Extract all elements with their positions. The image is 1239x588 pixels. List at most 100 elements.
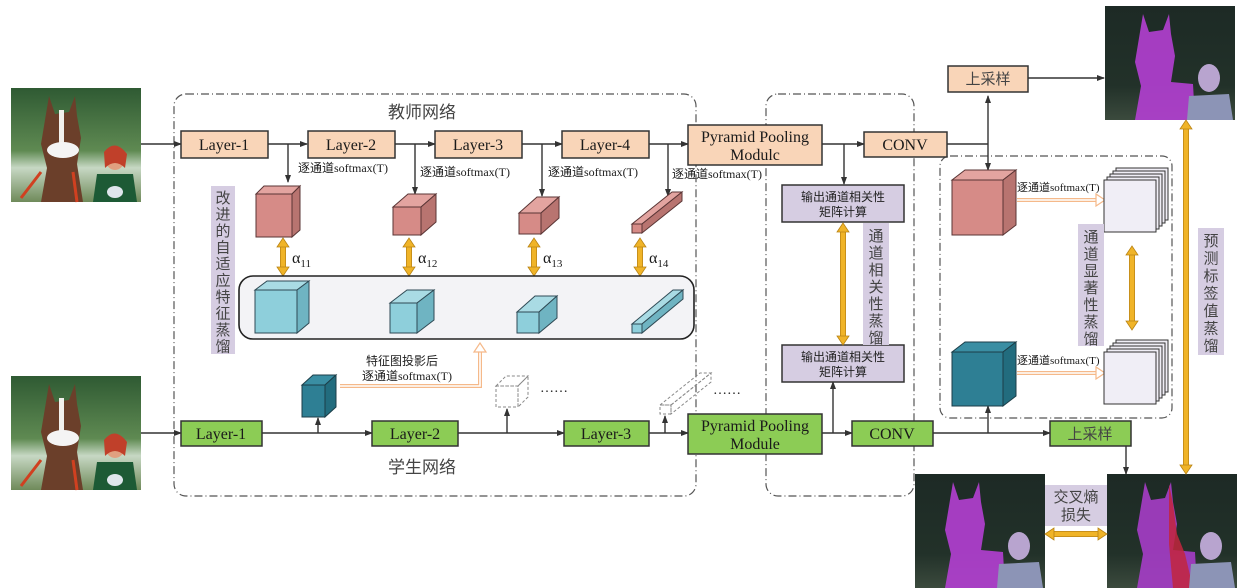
correlation-distill-char: 关 bbox=[868, 278, 883, 296]
teacher-layer-3: Layer-3 bbox=[434, 130, 523, 159]
alpha-label-4: α14 bbox=[649, 250, 669, 270]
svg-text:上采样: 上采样 bbox=[1067, 425, 1112, 443]
correlation-distill-char: 性 bbox=[868, 295, 883, 313]
teacher-cube-3 bbox=[517, 195, 561, 236]
correlation-label-band bbox=[863, 223, 889, 345]
svg-text:Layer-2: Layer-2 bbox=[326, 137, 376, 154]
svg-text:矩阵计算: 矩阵计算 bbox=[819, 204, 867, 219]
saliency-teacher-cube bbox=[950, 168, 1018, 237]
svg-text:Layer-1: Layer-1 bbox=[196, 426, 246, 443]
student-channel-stack bbox=[1103, 339, 1169, 405]
correlation-distill-char: 蒸 bbox=[868, 312, 883, 330]
teacher-layer-1: Layer-1 bbox=[180, 130, 269, 159]
alpha-arrow-4 bbox=[633, 237, 647, 277]
adaptive-distill-char: 进 bbox=[215, 206, 230, 224]
saliency-distill-char: 馏 bbox=[1083, 330, 1098, 348]
saliency-distill-char: 道 bbox=[1083, 245, 1098, 263]
ellipsis-2: …… bbox=[713, 383, 741, 398]
prediction-distill-char: 标 bbox=[1203, 267, 1218, 285]
correlation-distill-char: 馏 bbox=[868, 329, 883, 347]
input-image-student bbox=[9, 374, 143, 492]
svg-text:输出通道相关性: 输出通道相关性 bbox=[801, 189, 885, 204]
saliency-distill-char: 著 bbox=[1083, 279, 1098, 297]
teacher-cube-4 bbox=[630, 190, 684, 235]
network-frame bbox=[173, 93, 697, 497]
student-layer-3: Layer-3 bbox=[563, 420, 650, 447]
alpha-arrow-3 bbox=[527, 237, 541, 277]
svg-text:Layer-2: Layer-2 bbox=[390, 426, 440, 443]
projection-label-line1: 特征图投影后 bbox=[366, 353, 438, 368]
student-layer-1: Layer-1 bbox=[180, 420, 263, 447]
softmax-label-3: 逐通道softmax(T) bbox=[548, 165, 638, 179]
teacher-connectors bbox=[141, 75, 1105, 197]
student-feature-cube bbox=[300, 373, 338, 419]
teacher-conv: CONV bbox=[863, 131, 948, 158]
correlation-distill-char: 通 bbox=[868, 227, 883, 245]
softmax-label-2: 逐通道softmax(T) bbox=[420, 165, 510, 179]
channel-map bbox=[1103, 351, 1157, 405]
projected-cube-1 bbox=[253, 280, 311, 335]
adaptive-distill-char: 的 bbox=[215, 222, 230, 240]
prediction-distill-char: 值 bbox=[1203, 302, 1218, 320]
projected-features-container bbox=[238, 275, 695, 340]
saliency-student-cube bbox=[950, 340, 1018, 408]
svg-text:Modulc: Modulc bbox=[730, 147, 780, 164]
projected-student-cubes bbox=[253, 280, 685, 335]
adaptive-distill-char: 改 bbox=[215, 189, 230, 207]
saliency-student-softmax: 逐通道softmax(T) bbox=[1017, 353, 1100, 367]
loss-arrow bbox=[1044, 527, 1108, 541]
teacher-prediction-image bbox=[1105, 6, 1235, 120]
adaptive-distill-char: 应 bbox=[215, 272, 230, 290]
channel-map bbox=[1103, 179, 1157, 233]
correlation-distill-char: 道 bbox=[868, 244, 883, 262]
student-conv: CONV bbox=[851, 420, 934, 447]
teacher-channel-stack bbox=[1103, 167, 1169, 233]
student-layer-2: Layer-2 bbox=[371, 420, 459, 447]
svg-text:Layer-3: Layer-3 bbox=[453, 137, 503, 154]
projected-cube-4 bbox=[630, 288, 685, 335]
prediction-arrow bbox=[1179, 119, 1193, 475]
prediction-label-band bbox=[1198, 228, 1224, 355]
saliency-teacher-softmax: 逐通道softmax(T) bbox=[1017, 180, 1100, 194]
svg-text:Layer-1: Layer-1 bbox=[199, 137, 249, 154]
prediction-distill-char: 签 bbox=[1203, 285, 1218, 303]
student-prediction-image bbox=[1107, 474, 1237, 588]
projected-cube-3 bbox=[515, 294, 559, 335]
teacher-feature-cubes bbox=[254, 184, 684, 239]
ellipsis-1: …… bbox=[540, 381, 568, 396]
teacher-correlation-box: 输出通道相关性 矩阵计算 bbox=[781, 184, 905, 223]
adaptive-distill-band bbox=[211, 186, 235, 354]
teacher-layer-2: Layer-2 bbox=[307, 130, 396, 159]
alpha-arrow-1 bbox=[276, 237, 290, 277]
correlation-distill-char: 相 bbox=[868, 261, 883, 279]
correlation-frame bbox=[765, 93, 915, 497]
projected-cube-2 bbox=[388, 288, 436, 335]
adaptive-distill-char: 适 bbox=[215, 255, 230, 273]
adaptive-distill-char: 馏 bbox=[215, 338, 230, 356]
teacher-ppm: Pyramid Pooling Modulc bbox=[687, 124, 823, 166]
student-upsample: 上采样 bbox=[1049, 420, 1132, 447]
gold-distill-arrows bbox=[836, 119, 1193, 541]
loss-line2: 损失 bbox=[1061, 506, 1091, 524]
teacher-title: 教师网络 bbox=[388, 103, 456, 123]
adaptive-distill-char: 征 bbox=[215, 305, 230, 323]
softmax-label-4: 逐通道softmax(T) bbox=[672, 167, 762, 181]
loss-line1: 交叉熵 bbox=[1053, 488, 1098, 506]
saliency-distill-char: 性 bbox=[1083, 296, 1098, 314]
adaptive-distill-char: 蒸 bbox=[215, 321, 230, 339]
svg-text:Pyramid Pooling: Pyramid Pooling bbox=[701, 129, 809, 146]
student-title: 学生网络 bbox=[388, 458, 456, 478]
saliency-distill-char: 蒸 bbox=[1083, 313, 1098, 331]
prediction-distill-char: 蒸 bbox=[1203, 320, 1218, 338]
projection-label-line2: 逐通道softmax(T) bbox=[362, 369, 452, 383]
saliency-arrow bbox=[1125, 245, 1139, 331]
prediction-distill-char: 预 bbox=[1203, 232, 1218, 250]
svg-text:Layer-4: Layer-4 bbox=[580, 137, 630, 154]
svg-text:CONV: CONV bbox=[869, 426, 915, 443]
ground-truth-image bbox=[915, 474, 1045, 588]
